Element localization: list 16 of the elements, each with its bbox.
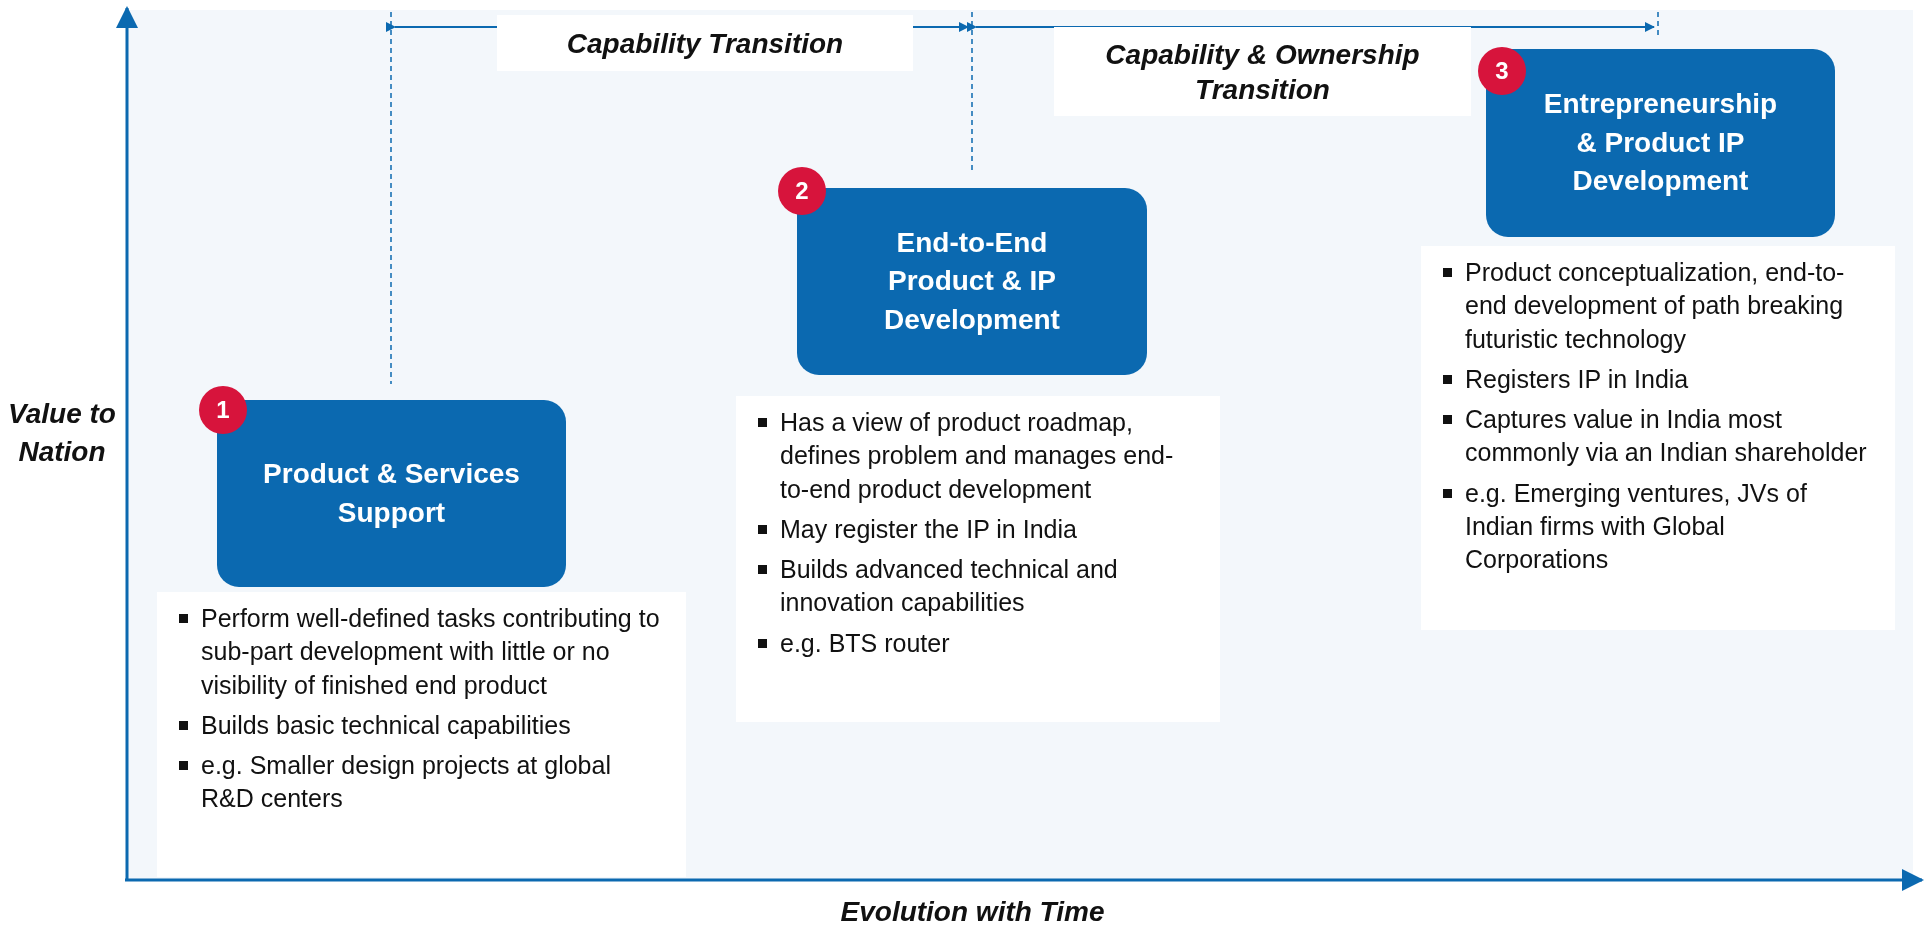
transition-label: Capability & Ownership Transition: [1054, 27, 1471, 116]
text-panel: [736, 396, 1220, 722]
bullet-text: e.g. Smaller design projects at global R&D centers: [201, 750, 612, 815]
axis-title: Value to Nation: [7, 397, 117, 469]
bullet-text: May register the IP in India: [780, 513, 1077, 545]
axis-title: Evolution with Time: [839, 895, 1106, 928]
bullet-text: Has a view of product roadmap, defines problem and manages end-to-end product development: [780, 407, 1175, 505]
transition-label: Capability Transition: [497, 15, 913, 71]
text-panel: [1421, 246, 1895, 630]
bullet-text: e.g. BTS router: [780, 627, 950, 659]
bullet-text: Perform well-defined tasks contributing to sub-part development with little or no visibility of finished end product: [201, 603, 660, 701]
bullet-text: Registers IP in India: [1465, 363, 1689, 395]
bullet-text: Product conceptualization, end-to-end development of path breaking futuristic technology: [1465, 257, 1846, 355]
bullet-text: e.g. Emerging ventures, JVs of Indian firms with Global Corporations: [1465, 477, 1808, 575]
text-panel: [157, 592, 686, 877]
bullet-text: Builds basic technical capabilities: [201, 709, 571, 741]
